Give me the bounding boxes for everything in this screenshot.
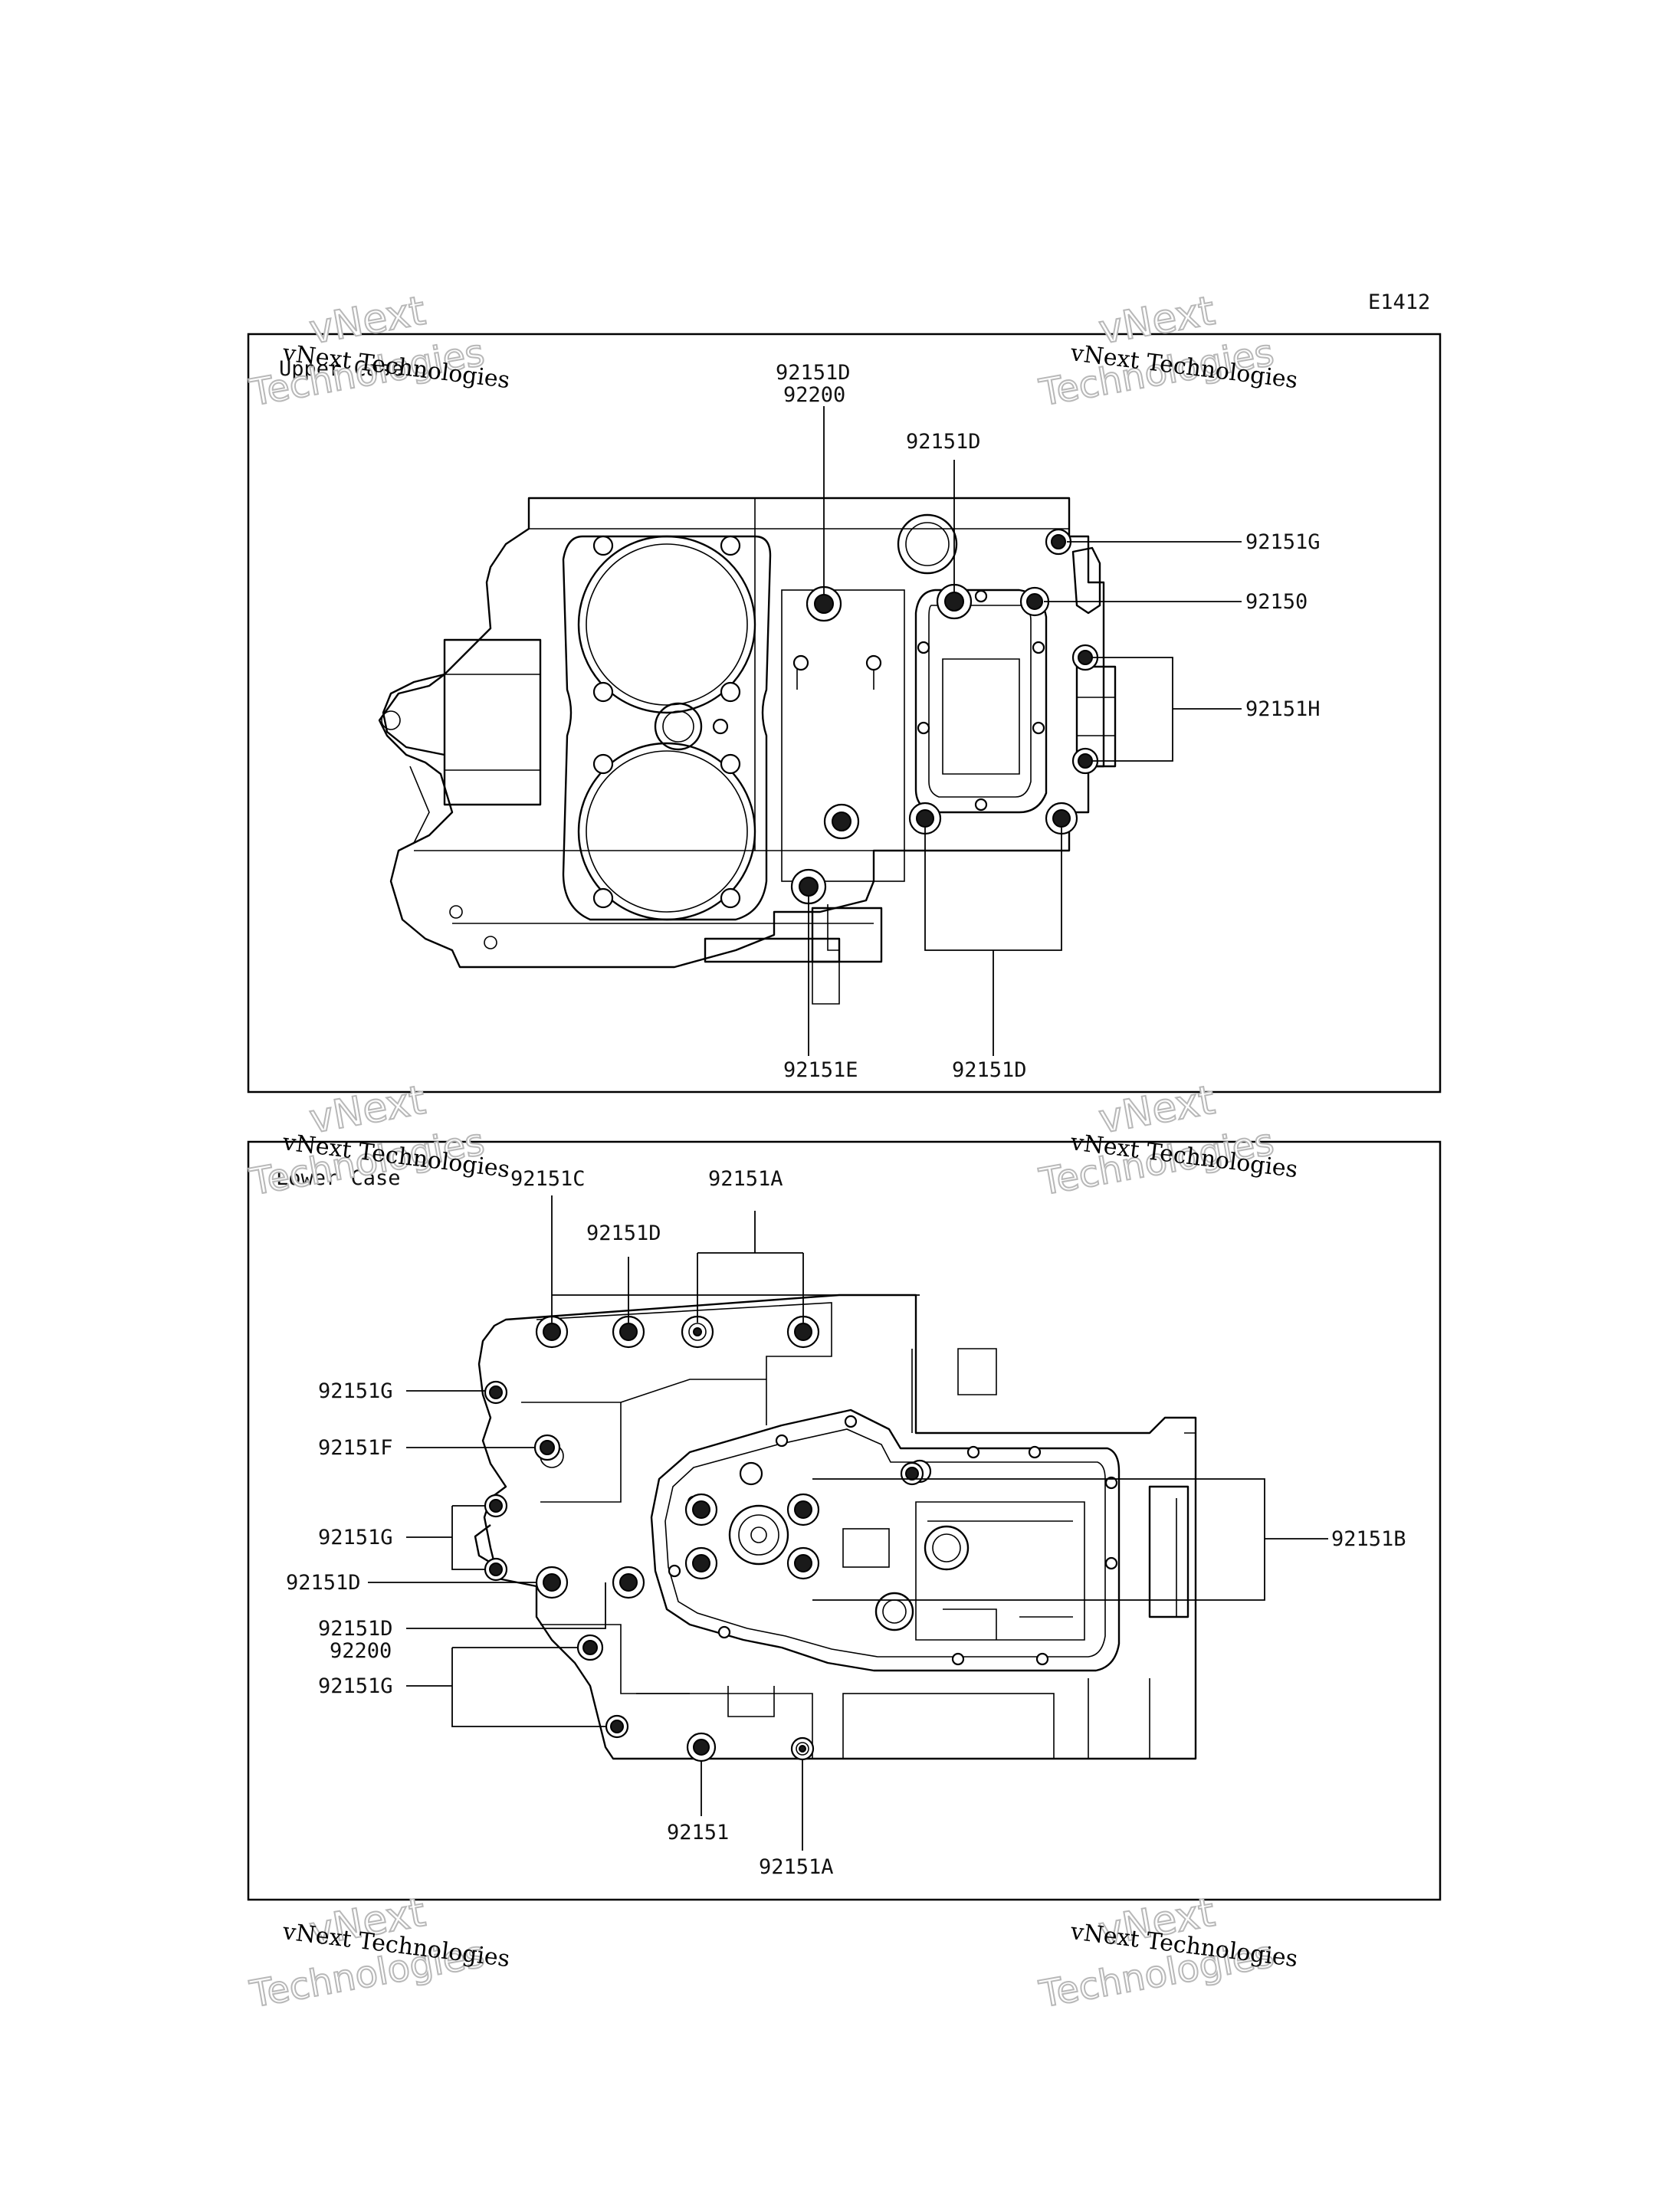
bolt-92151g-1 xyxy=(484,1380,508,1405)
bolt-92150 xyxy=(1019,586,1050,617)
bolt-92151c xyxy=(535,1315,569,1349)
callout-l-92151f: 92151F xyxy=(318,1436,393,1460)
bolt-92151h-lower xyxy=(1071,747,1099,775)
bolt-92151b-3 xyxy=(684,1546,718,1580)
bolt-92151d-top xyxy=(936,583,973,620)
lower-leader-lines xyxy=(368,1195,1328,1851)
callout-l-92151a-top: 92151A xyxy=(708,1167,783,1191)
bolt-92151d-left xyxy=(535,1566,569,1599)
callout-l-92151g-2: 92151G xyxy=(318,1526,393,1549)
callout-u-92151d-top: 92151D xyxy=(906,430,981,454)
callout-l-92151d-92200-b: 92200 xyxy=(330,1639,392,1663)
upper-case-panel: Upper Case xyxy=(247,333,1442,1094)
callout-l-92151a-bottom: 92151A xyxy=(759,1855,834,1879)
bolt-92151a-bottom xyxy=(790,1736,815,1761)
upper-panel-frame xyxy=(247,333,1442,1094)
watermark-1: vNext Technologies xyxy=(246,287,488,415)
watermark-4: vNext Technologies xyxy=(1035,1077,1278,1205)
watermarks: vNext Technologies vNext Technologies vN… xyxy=(246,287,1299,2017)
watermark-3: vNext Technologies xyxy=(246,1077,488,1205)
callout-l-92151: 92151 xyxy=(667,1821,729,1844)
upper-bolts xyxy=(790,528,1099,905)
bolt-92151g xyxy=(1045,528,1072,556)
bolt-92151b-1 xyxy=(684,1493,718,1526)
bolt-92151b-4 xyxy=(786,1546,820,1580)
bolt-92151e-upper xyxy=(823,803,860,840)
upper-leader-lines xyxy=(808,406,1242,1056)
bolt-92151g-2b xyxy=(484,1557,508,1582)
lower-panel-frame xyxy=(247,1140,1442,1901)
callout-l-92151d-92200-a: 92151D xyxy=(318,1617,393,1641)
callout-u-92151g: 92151G xyxy=(1245,530,1321,554)
bolt-92151b-2 xyxy=(786,1493,820,1526)
callout-l-92151d-left: 92151D xyxy=(286,1571,361,1595)
lower-bolts xyxy=(484,1315,924,1763)
callout-u-92151d-bottom: 92151D xyxy=(952,1058,1027,1082)
callout-l-92151g-1: 92151G xyxy=(318,1379,393,1403)
upper-panel-title: Upper Case xyxy=(279,357,404,381)
bolt-92151b-5 xyxy=(900,1461,924,1486)
callout-u-92151d-92200-a: 92151D xyxy=(776,361,851,385)
bolt-92151g-2a xyxy=(484,1494,508,1518)
bolt-92151h-upper xyxy=(1071,644,1099,671)
bolt-92151f xyxy=(533,1434,561,1461)
callout-u-92151d-92200-b: 92200 xyxy=(783,383,845,407)
lower-panel-title: Lower Case xyxy=(276,1166,401,1190)
callout-l-92151b: 92151B xyxy=(1331,1527,1406,1551)
callout-u-92151h: 92151H xyxy=(1245,697,1321,721)
upper-crankcase-drawing xyxy=(378,497,1117,1005)
bolt-92151a-top-1 xyxy=(681,1315,714,1349)
bolt-92151d-bottom-left xyxy=(908,802,942,835)
watermark-2: vNext Technologies xyxy=(1035,287,1278,415)
callout-u-92151e: 92151E xyxy=(783,1058,858,1082)
bolt-92151e xyxy=(790,868,827,905)
callout-l-92151d-top: 92151D xyxy=(586,1221,661,1245)
callout-l-92151g-3: 92151G xyxy=(318,1674,393,1698)
bolt-92151d-left-2 xyxy=(612,1566,645,1599)
bolt-92151d-92200 xyxy=(576,1634,604,1661)
lower-crankcase-drawing xyxy=(474,1294,1197,1760)
callout-l-92151c: 92151C xyxy=(510,1167,586,1191)
bolt-92151d-top xyxy=(612,1315,645,1349)
callout-u-92150: 92150 xyxy=(1245,590,1308,614)
bolt-92151g-3 xyxy=(605,1714,629,1739)
diagram-code: E1412 xyxy=(1368,290,1430,314)
bolt-92151 xyxy=(686,1732,717,1763)
lower-case-panel: Lower Case xyxy=(247,1140,1442,1901)
